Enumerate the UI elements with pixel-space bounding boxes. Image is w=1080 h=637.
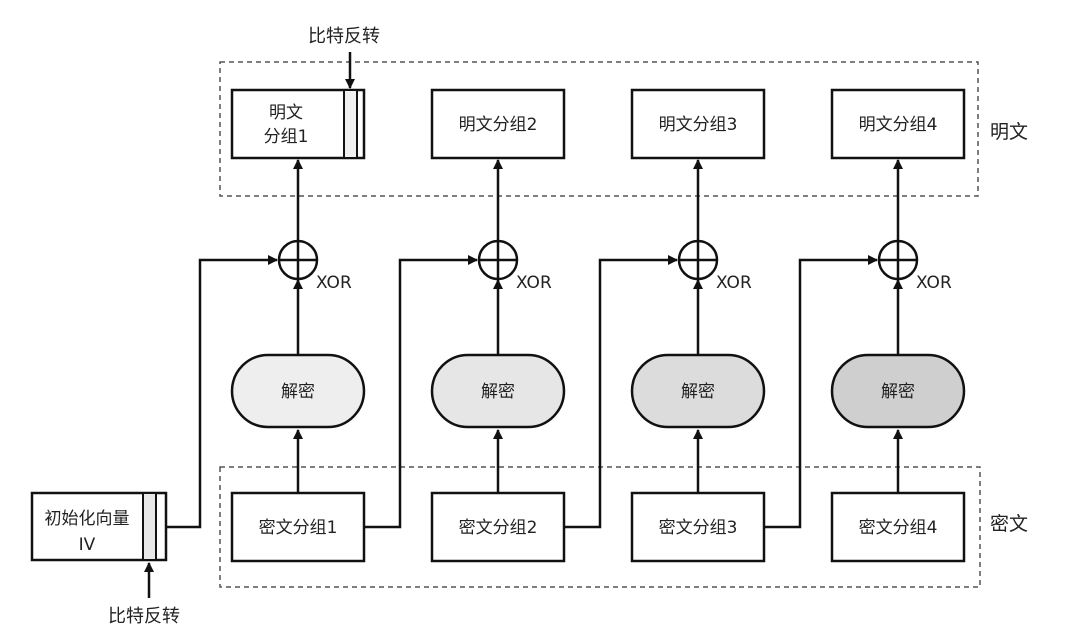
feed-line-1 — [166, 255, 278, 529]
bitflip-top-label: 比特反转 — [308, 26, 380, 47]
svg-text:分组1: 分组1 — [264, 127, 309, 147]
ciphertext-block-4: 密文分组4 — [830, 491, 966, 563]
plaintext-block-2: 明文分组2 — [430, 88, 566, 160]
decrypt-block-3: 解密 — [630, 353, 766, 429]
xor-icon-2 — [477, 239, 519, 281]
svg-text:解密: 解密 — [481, 382, 515, 402]
xor-label-1: XOR — [316, 273, 352, 293]
plaintext-block-3: 明文分组3 — [630, 88, 766, 160]
bitflip-bottom-label: 比特反转 — [108, 606, 180, 627]
decrypt-block-4: 解密 — [830, 353, 966, 429]
xor-icon-3 — [677, 239, 719, 281]
svg-text:明文分组3: 明文分组3 — [659, 115, 738, 135]
svg-text:明文分组4: 明文分组4 — [859, 115, 938, 135]
feed-line-4 — [765, 255, 878, 529]
svg-text:密文分组4: 密文分组4 — [859, 518, 938, 538]
xor-label-2: XOR — [516, 273, 552, 293]
ciphertext-block-3: 密文分组3 — [630, 491, 766, 563]
svg-text:解密: 解密 — [881, 382, 915, 402]
decrypt-block-2: 解密 — [430, 353, 566, 429]
plaintext-region-label: 明文 — [990, 121, 1028, 143]
feed-line-3 — [565, 255, 678, 529]
svg-text:IV: IV — [79, 535, 96, 555]
ciphertext-region-label: 密文 — [990, 513, 1028, 535]
plaintext-region — [219, 61, 979, 197]
feed-line-2 — [365, 255, 478, 529]
svg-text:密文分组2: 密文分组2 — [459, 518, 538, 538]
svg-text:密文分组3: 密文分组3 — [659, 518, 738, 538]
decrypt-block-1: 解密 — [230, 353, 366, 429]
xor-icon-4 — [877, 239, 919, 281]
xor-label-3: XOR — [716, 273, 752, 293]
svg-text:明文分组2: 明文分组2 — [459, 115, 538, 135]
iv-block: 初始化向量 IV — [30, 491, 168, 562]
plaintext-block-1: 明文 分组1 — [230, 88, 366, 160]
svg-text:密文分组1: 密文分组1 — [259, 518, 338, 538]
ciphertext-block-1: 密文分组1 — [230, 491, 366, 563]
svg-text:初始化向量: 初始化向量 — [45, 509, 130, 529]
svg-text:解密: 解密 — [281, 382, 315, 402]
svg-text:明文: 明文 — [269, 103, 303, 123]
svg-text:解密: 解密 — [681, 382, 715, 402]
ciphertext-block-2: 密文分组2 — [430, 491, 566, 563]
xor-label-4: XOR — [916, 273, 952, 293]
xor-icon-1 — [277, 239, 319, 281]
plaintext-block-4: 明文分组4 — [830, 88, 966, 160]
